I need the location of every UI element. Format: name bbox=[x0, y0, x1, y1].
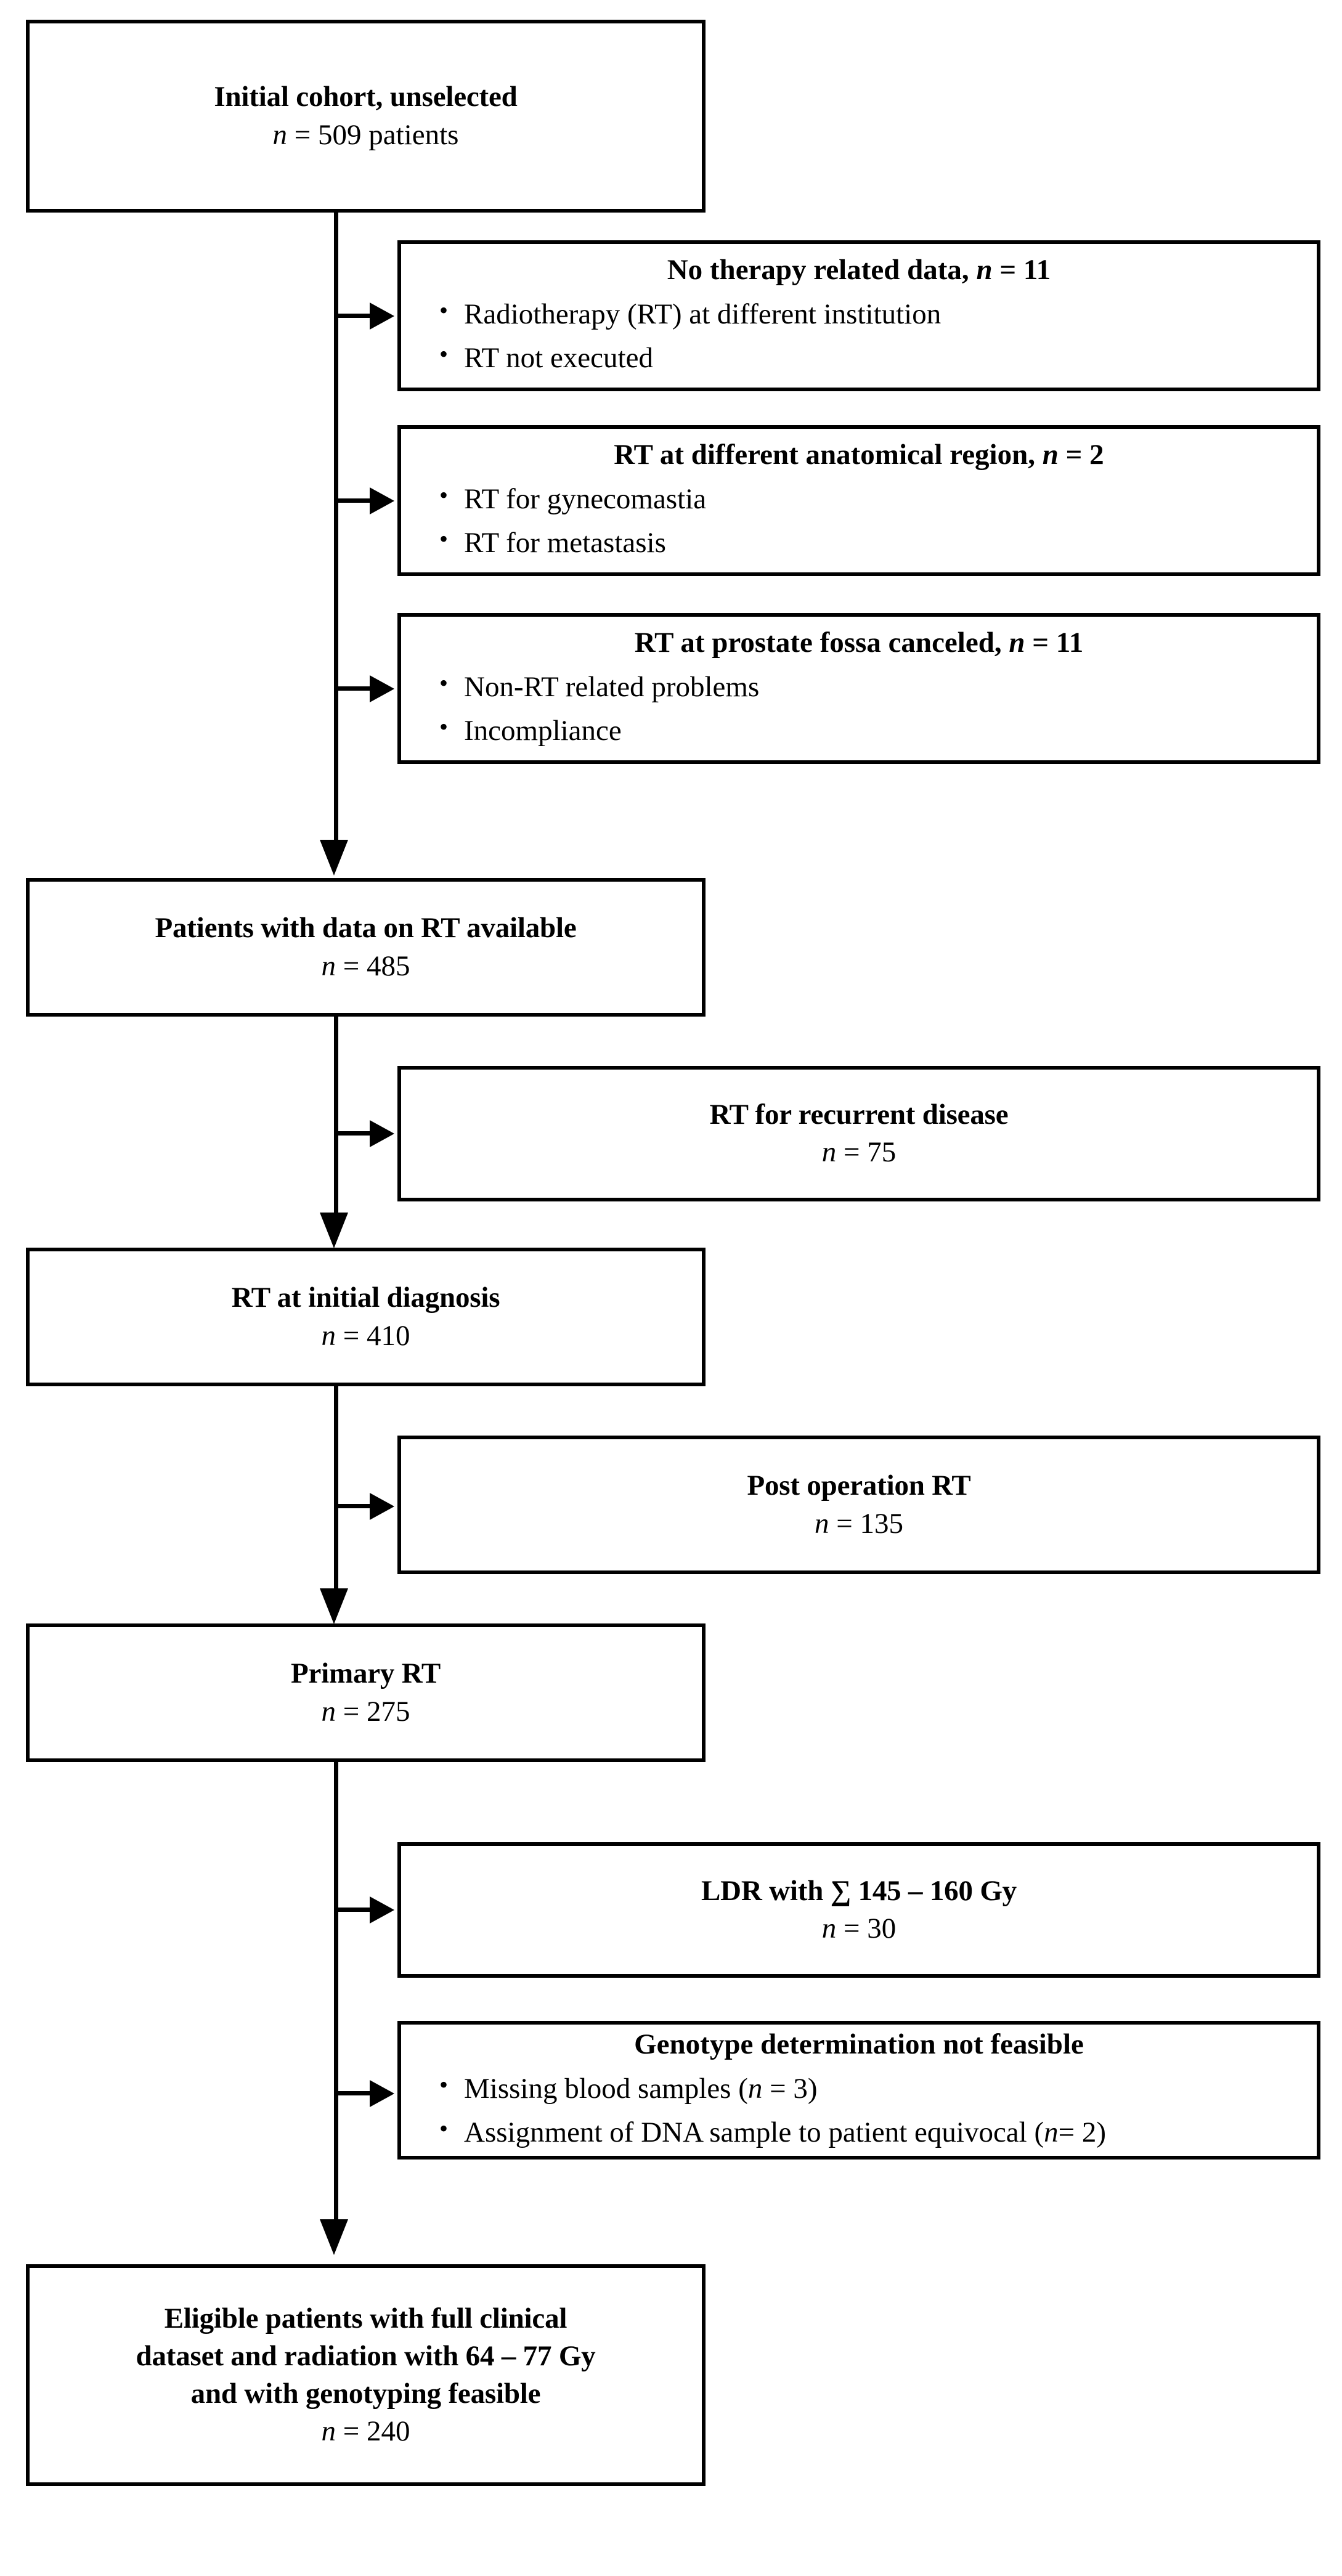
node-count: n = 410 bbox=[321, 1317, 410, 1355]
node-title: RT at initial diagnosis bbox=[231, 1282, 500, 1314]
node-count: n = 30 bbox=[822, 1910, 897, 1948]
node-initial-cohort: Initial cohort, unselected n = 509 patie… bbox=[26, 20, 706, 213]
node-bullet-list: Missing blood samples (n = 3) Assignment… bbox=[401, 2066, 1317, 2155]
list-item-post: = 2) bbox=[1058, 2116, 1107, 2149]
n-italic: n bbox=[976, 253, 993, 286]
node-count: n = 275 bbox=[321, 1693, 410, 1731]
node-no-therapy-data: No therapy related data, n = 11 Radiothe… bbox=[397, 240, 1320, 391]
branch-arrowhead-ldr bbox=[370, 1896, 394, 1924]
list-item: Missing blood samples (n = 3) bbox=[439, 2066, 1317, 2111]
node-count: n = 485 bbox=[321, 948, 410, 985]
trunk-arrowhead-to-eligible-patients bbox=[320, 2219, 348, 2255]
n-value: = 410 bbox=[343, 1319, 410, 1352]
node-header-text: RT at different anatomical region, bbox=[614, 438, 1035, 471]
node-title: Patients with data on RT available bbox=[155, 912, 577, 945]
branch-arrowhead-rt-recurrent-disease bbox=[370, 1120, 394, 1147]
branch-line-post-operation-rt bbox=[334, 1504, 372, 1508]
node-title: Primary RT bbox=[290, 1657, 441, 1690]
trunk-line-mid-2 bbox=[334, 1386, 338, 1591]
node-title: RT for recurrent disease bbox=[709, 1098, 1009, 1131]
n-italic: n bbox=[821, 1136, 837, 1168]
branch-line-ldr bbox=[334, 1908, 372, 1912]
n-value: = 275 bbox=[343, 1695, 410, 1728]
node-header: RT at different anatomical region, n = 2 bbox=[401, 436, 1317, 474]
node-rt-different-region: RT at different anatomical region, n = 2… bbox=[397, 425, 1320, 576]
trunk-arrowhead-to-rt-initial-diagnosis bbox=[320, 1213, 348, 1248]
list-item: Radiotherapy (RT) at different instituti… bbox=[439, 292, 1317, 336]
node-title-line-2: dataset and radiation with 64 – 77 Gy bbox=[136, 2339, 596, 2372]
n-italic: n bbox=[1042, 438, 1059, 471]
node-count: n = 509 patients bbox=[273, 116, 459, 154]
node-header: Genotype determination not feasible bbox=[634, 2028, 1084, 2060]
n-italic: n bbox=[272, 118, 288, 151]
node-rt-recurrent-disease: RT for recurrent disease n = 75 bbox=[397, 1066, 1320, 1201]
node-eligible-patients: Eligible patients with full clinical dat… bbox=[26, 2264, 706, 2486]
branch-line-rt-recurrent-disease bbox=[334, 1131, 372, 1136]
list-item-pre: Missing blood samples ( bbox=[464, 2072, 748, 2105]
node-patients-with-rt-data: Patients with data on RT available n = 4… bbox=[26, 878, 706, 1017]
trunk-line-mid-1 bbox=[334, 1017, 338, 1215]
n-value: = 240 bbox=[343, 2415, 410, 2448]
node-header-text: No therapy related data, bbox=[667, 253, 969, 286]
node-title: Initial cohort, unselected bbox=[214, 81, 518, 113]
list-item: Assignment of DNA sample to patient equi… bbox=[439, 2110, 1317, 2155]
list-item: RT not executed bbox=[439, 336, 1317, 380]
n-value: = 2 bbox=[1065, 438, 1104, 471]
trunk-arrowhead-to-primary-rt bbox=[320, 1588, 348, 1624]
node-bullet-list: Radiotherapy (RT) at different instituti… bbox=[401, 292, 1317, 381]
node-bullet-list: RT for gynecomastia RT for metastasis bbox=[401, 477, 1317, 566]
trunk-line-upper bbox=[334, 213, 338, 842]
list-item: Non-RT related problems bbox=[439, 665, 1317, 709]
branch-line-no-therapy-data bbox=[334, 314, 372, 318]
node-count: n = 240 bbox=[321, 2413, 410, 2450]
trunk-arrowhead-to-patients-with-rt-data bbox=[320, 840, 348, 876]
node-title: Post operation RT bbox=[747, 1469, 971, 1502]
list-item: RT for metastasis bbox=[439, 521, 1317, 565]
n-italic: n bbox=[321, 1695, 336, 1728]
n-value: = 11 bbox=[1032, 626, 1084, 659]
n-value: = 509 patients bbox=[294, 118, 459, 151]
branch-line-rt-different-region bbox=[334, 498, 372, 503]
node-title-line-3: and with genotyping feasible bbox=[190, 2378, 541, 2410]
node-title: LDR with ∑ 145 – 160 Gy bbox=[701, 1874, 1017, 1907]
list-item: RT for gynecomastia bbox=[439, 477, 1317, 521]
branch-arrowhead-no-therapy-data bbox=[370, 303, 394, 330]
node-ldr: LDR with ∑ 145 – 160 Gy n = 30 bbox=[397, 1842, 1320, 1978]
n-italic: n bbox=[821, 1912, 837, 1944]
n-value: = 11 bbox=[999, 253, 1051, 286]
node-header: No therapy related data, n = 11 bbox=[401, 251, 1317, 289]
branch-arrowhead-rt-different-region bbox=[370, 487, 394, 514]
node-header: RT at prostate fossa canceled, n = 11 bbox=[401, 624, 1317, 662]
node-rt-initial-diagnosis: RT at initial diagnosis n = 410 bbox=[26, 1248, 706, 1386]
n-value: = 135 bbox=[836, 1507, 903, 1540]
n-italic: n bbox=[747, 2072, 763, 2105]
node-count: n = 135 bbox=[815, 1505, 903, 1543]
node-genotype-not-feasible: Genotype determination not feasible Miss… bbox=[397, 2021, 1320, 2160]
branch-arrowhead-rt-prostate-fossa-canceled bbox=[370, 675, 394, 702]
n-value: = 30 bbox=[843, 1912, 897, 1944]
branch-arrowhead-genotype-not-feasible bbox=[370, 2080, 394, 2107]
n-italic: n bbox=[1009, 626, 1025, 659]
node-header-text: RT at prostate fossa canceled, bbox=[634, 626, 1002, 659]
list-item-post: = 3) bbox=[770, 2072, 818, 2105]
list-item-pre: Assignment of DNA sample to patient equi… bbox=[464, 2116, 1044, 2149]
branch-line-genotype-not-feasible bbox=[334, 2091, 372, 2095]
branch-line-rt-prostate-fossa-canceled bbox=[334, 686, 372, 691]
n-value: = 75 bbox=[843, 1136, 897, 1168]
n-italic: n bbox=[321, 1319, 336, 1352]
node-rt-prostate-fossa-canceled: RT at prostate fossa canceled, n = 11 No… bbox=[397, 613, 1320, 764]
n-italic: n bbox=[321, 949, 336, 982]
node-primary-rt: Primary RT n = 275 bbox=[26, 1623, 706, 1762]
node-count: n = 75 bbox=[822, 1134, 897, 1171]
node-title-line-1: Eligible patients with full clinical bbox=[164, 2302, 567, 2334]
trunk-line-lower bbox=[334, 1762, 338, 2222]
n-italic: n bbox=[814, 1507, 829, 1540]
n-value: = 485 bbox=[343, 949, 410, 982]
list-item: Incompliance bbox=[439, 709, 1317, 753]
branch-arrowhead-post-operation-rt bbox=[370, 1493, 394, 1520]
node-post-operation-rt: Post operation RT n = 135 bbox=[397, 1436, 1320, 1574]
n-italic: n bbox=[321, 2415, 336, 2448]
n-italic: n bbox=[1044, 2116, 1059, 2149]
node-bullet-list: Non-RT related problems Incompliance bbox=[401, 665, 1317, 754]
